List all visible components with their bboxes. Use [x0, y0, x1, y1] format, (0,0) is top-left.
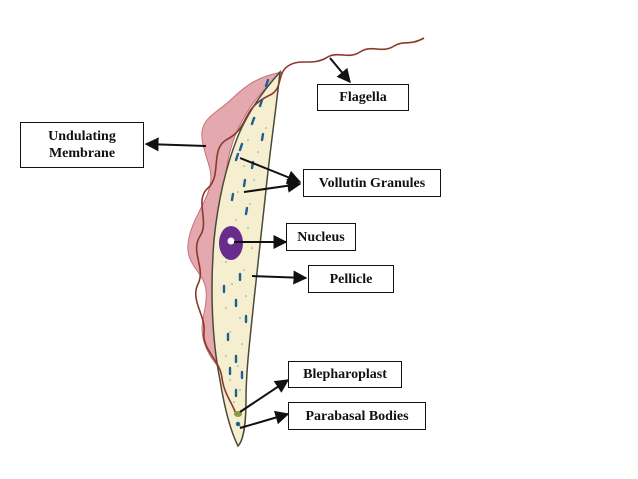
vollutin-granules-label: Vollutin Granules [303, 169, 441, 197]
parabasal-shape [235, 421, 241, 427]
vollutin-arrow-1 [239, 157, 302, 184]
undulating-arrow [144, 137, 207, 152]
parabasal-bodies-label: Parabasal Bodies [288, 402, 426, 430]
blepharoplast-arrow [239, 379, 290, 413]
undulating-membrane-label-line1: Undulating [48, 129, 116, 144]
pellicle-arrow [251, 270, 308, 285]
blepharoplast-shape [234, 411, 242, 417]
vollutin-arrow-2 [243, 178, 302, 193]
nucleus-label: Nucleus [286, 223, 356, 251]
flagella-label: Flagella [317, 84, 409, 111]
flagella-arrow [329, 57, 351, 84]
pellicle-label: Pellicle [308, 265, 394, 293]
undulating-membrane-label: Undulating Membrane [20, 122, 144, 168]
cell-body [211, 69, 281, 448]
undulating-membrane-label-line2: Membrane [48, 146, 116, 161]
blepharoplast-label: Blepharoplast [288, 361, 402, 388]
flagellum [195, 37, 425, 415]
parabasal-arrow [239, 410, 290, 429]
nucleolus [227, 237, 235, 245]
